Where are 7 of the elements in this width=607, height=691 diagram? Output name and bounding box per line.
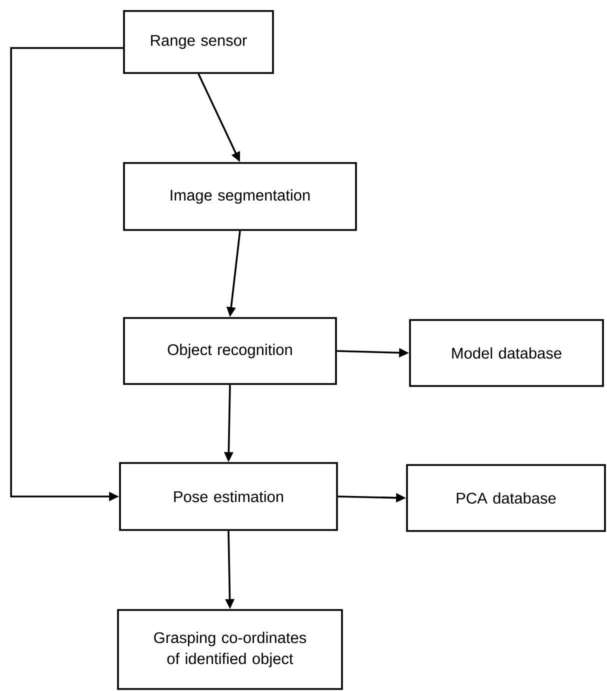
process-box: Range sensor (123, 10, 274, 74)
process-box: PCA database (406, 464, 606, 532)
process-box: Object recognition (123, 317, 337, 385)
process-box: Image segmentation (123, 162, 357, 231)
process-box: Model database (409, 319, 604, 387)
process-box: Grasping co-ordinates of identified object (117, 609, 343, 690)
process-box: Pose estimation (119, 462, 338, 531)
